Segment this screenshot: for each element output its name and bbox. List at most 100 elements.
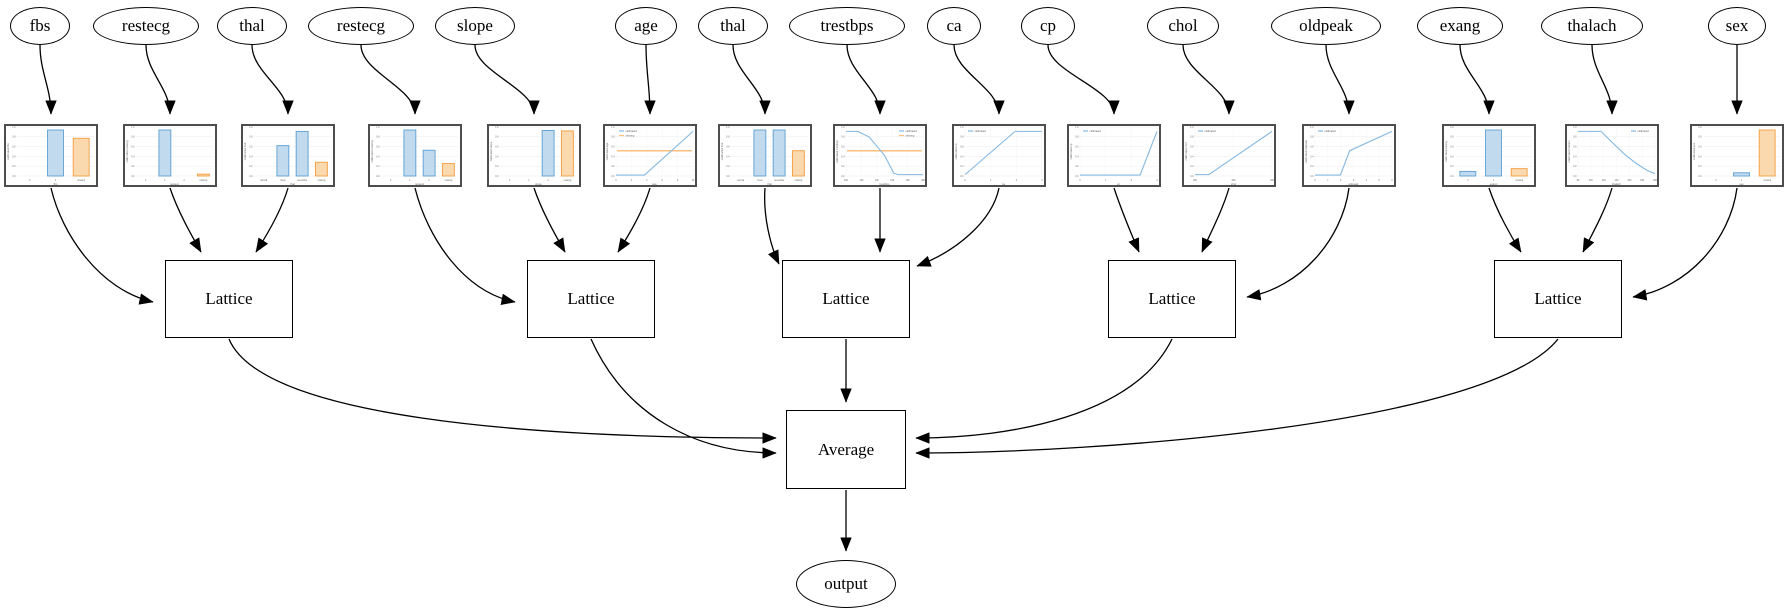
svg-text:0.6: 0.6 bbox=[1450, 147, 1454, 149]
svg-text:normal: normal bbox=[737, 179, 745, 182]
svg-text:0.8: 0.8 bbox=[131, 137, 135, 139]
svg-text:2: 2 bbox=[183, 180, 185, 182]
svg-text:0.2: 0.2 bbox=[1075, 166, 1079, 168]
svg-text:reversible: reversible bbox=[297, 179, 308, 182]
edge-lattice-to-average-1 bbox=[228, 338, 777, 444]
svg-text:140: 140 bbox=[1615, 180, 1620, 182]
svg-text:fbs: fbs bbox=[54, 182, 58, 186]
edge-chart-to-lattice-5 bbox=[617, 187, 651, 253]
feature-label: thal bbox=[720, 16, 746, 35]
svg-text:140: 140 bbox=[875, 180, 880, 182]
svg-text:calibrated cp: calibrated cp bbox=[1069, 143, 1073, 159]
svg-text:1: 1 bbox=[528, 180, 530, 182]
svg-text:0.4: 0.4 bbox=[1190, 156, 1194, 158]
svg-text:calibrated restecg: calibrated restecg bbox=[370, 140, 374, 163]
svg-text:200: 200 bbox=[921, 180, 926, 182]
svg-text:0.4: 0.4 bbox=[1075, 156, 1079, 158]
svg-text:thal: thal bbox=[290, 182, 295, 186]
edge-feature-to-chart-7 bbox=[846, 44, 886, 115]
svg-text:calibrated: calibrated bbox=[1325, 129, 1337, 133]
edge-chart-to-lattice-12 bbox=[1488, 187, 1522, 253]
feature-node-oldpeak-11: oldpeak bbox=[1271, 7, 1381, 45]
svg-text:ca: ca bbox=[1002, 182, 1005, 186]
svg-text:0.0: 0.0 bbox=[495, 176, 499, 178]
svg-text:calibrated: calibrated bbox=[626, 129, 638, 133]
svg-text:120: 120 bbox=[1602, 180, 1607, 182]
lattice-label: Lattice bbox=[822, 289, 870, 308]
svg-text:calibrated: calibrated bbox=[906, 129, 918, 133]
edge-lattice-to-average-4 bbox=[915, 338, 1173, 444]
svg-text:1.0: 1.0 bbox=[1698, 127, 1702, 129]
svg-text:calibrated thal: calibrated thal bbox=[720, 142, 724, 160]
svg-text:3: 3 bbox=[1156, 180, 1158, 182]
svg-text:calibrated restecg: calibrated restecg bbox=[125, 140, 129, 163]
svg-text:exang: exang bbox=[1490, 182, 1498, 186]
edge-chart-to-lattice-10 bbox=[1201, 187, 1230, 253]
lattice-label: Lattice bbox=[1534, 289, 1582, 308]
svg-text:0.4: 0.4 bbox=[726, 156, 730, 158]
svg-text:normal: normal bbox=[260, 179, 268, 182]
edge-chart-to-lattice-13 bbox=[1582, 187, 1613, 253]
svg-text:missing: missing bbox=[77, 180, 86, 182]
svg-text:0.0: 0.0 bbox=[841, 176, 845, 178]
svg-text:1.0: 1.0 bbox=[611, 127, 615, 129]
svg-text:0: 0 bbox=[390, 180, 392, 182]
average-box: Average bbox=[786, 410, 906, 489]
svg-text:0.2: 0.2 bbox=[1573, 166, 1577, 168]
svg-text:0.0: 0.0 bbox=[1450, 176, 1454, 178]
feature-node-cp-9: cp bbox=[1021, 7, 1075, 45]
svg-text:0: 0 bbox=[1079, 180, 1081, 182]
svg-text:300: 300 bbox=[1232, 180, 1237, 182]
edge-feature-to-chart-13 bbox=[1591, 44, 1618, 115]
svg-text:1: 1 bbox=[1493, 180, 1495, 182]
svg-text:2: 2 bbox=[1340, 180, 1342, 182]
svg-text:0.2: 0.2 bbox=[1698, 166, 1702, 168]
svg-text:0.4: 0.4 bbox=[12, 156, 16, 158]
svg-text:0: 0 bbox=[1467, 180, 1469, 182]
svg-text:missing: missing bbox=[563, 180, 572, 182]
svg-text:10: 10 bbox=[692, 180, 695, 182]
feature-node-slope-4: slope bbox=[435, 7, 515, 45]
svg-text:180: 180 bbox=[906, 180, 911, 182]
svg-text:calibrated sex: calibrated sex bbox=[1692, 142, 1696, 160]
svg-text:1: 1 bbox=[55, 180, 57, 182]
edge-chart-to-lattice-6 bbox=[764, 187, 780, 265]
edge-feature-to-chart-9 bbox=[1047, 44, 1120, 115]
svg-text:0.4: 0.4 bbox=[376, 156, 380, 158]
svg-text:0.2: 0.2 bbox=[12, 166, 16, 168]
svg-text:calibrated: calibrated bbox=[1638, 129, 1650, 133]
edge-feature-to-chart-10 bbox=[1182, 44, 1235, 115]
svg-text:calibrated: calibrated bbox=[975, 129, 987, 133]
svg-text:calibrated chol: calibrated chol bbox=[1184, 142, 1188, 160]
output-label: output bbox=[824, 574, 868, 593]
edge-feature-to-chart-2 bbox=[251, 44, 294, 115]
svg-text:0.8: 0.8 bbox=[249, 137, 253, 139]
feature-node-trestbps-7: trestbps bbox=[789, 7, 905, 45]
lattice-box-4: Lattice bbox=[1108, 260, 1236, 338]
feature-label: age bbox=[634, 16, 658, 35]
lattice-box-2: Lattice bbox=[527, 260, 655, 338]
edge-feature-to-chart-0 bbox=[39, 44, 57, 115]
svg-text:0.2: 0.2 bbox=[376, 166, 380, 168]
svg-text:0: 0 bbox=[1314, 180, 1316, 182]
svg-text:0.8: 0.8 bbox=[1450, 137, 1454, 139]
svg-text:200: 200 bbox=[1193, 180, 1198, 182]
svg-text:0.0: 0.0 bbox=[12, 176, 16, 178]
svg-text:2: 2 bbox=[428, 180, 430, 182]
svg-text:1.0: 1.0 bbox=[960, 127, 964, 129]
svg-text:0.8: 0.8 bbox=[1075, 137, 1079, 139]
svg-text:0.4: 0.4 bbox=[611, 156, 615, 158]
svg-text:0.2: 0.2 bbox=[960, 166, 964, 168]
feature-label: cp bbox=[1039, 16, 1057, 35]
edge-lattice-to-average-2 bbox=[590, 338, 777, 459]
edge-feature-to-chart-8 bbox=[953, 44, 1005, 115]
svg-text:0.0: 0.0 bbox=[1075, 176, 1079, 178]
svg-text:1: 1 bbox=[409, 180, 411, 182]
